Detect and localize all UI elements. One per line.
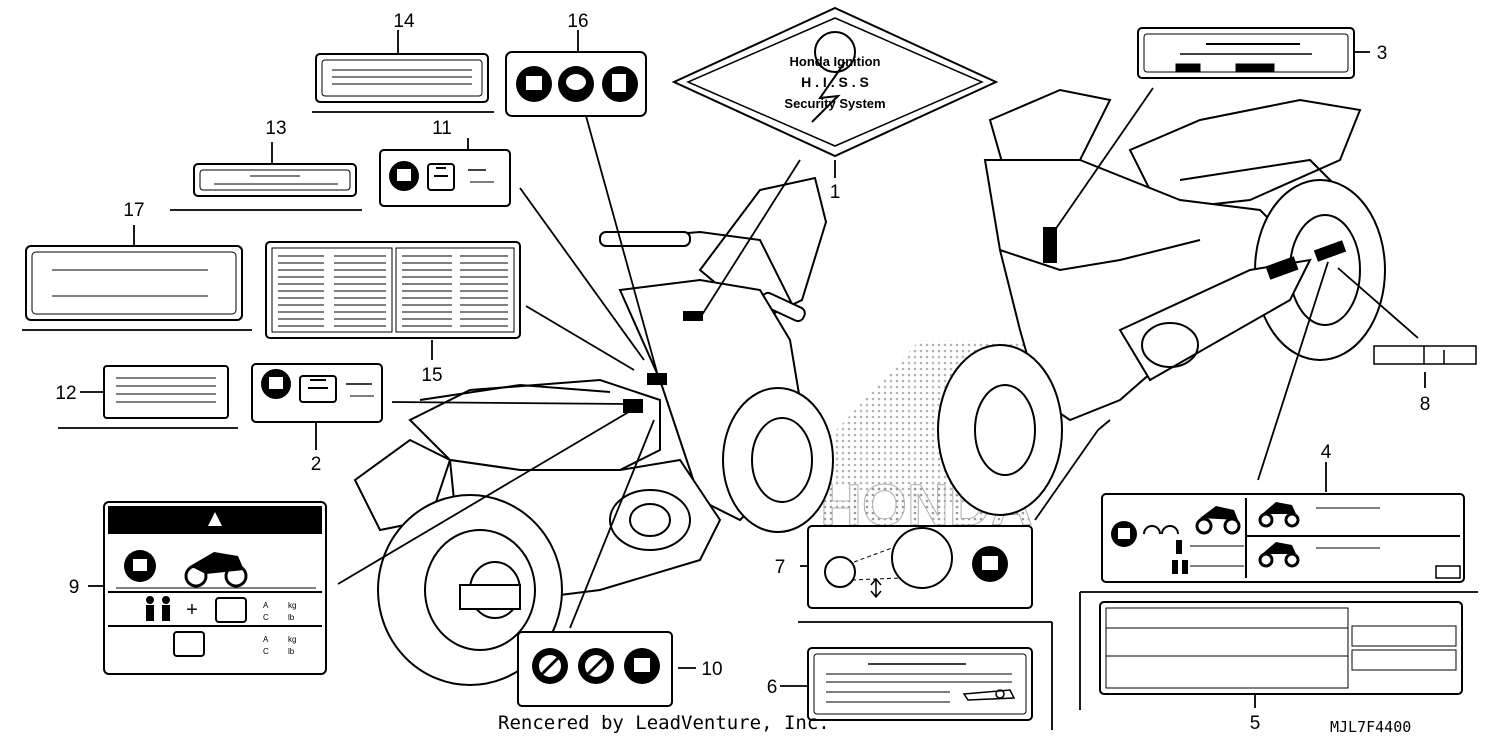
manual-icon	[269, 377, 283, 389]
manual-icon	[982, 556, 998, 570]
callout-4: 4	[1321, 442, 1332, 463]
manual-icon	[133, 559, 147, 571]
label-4-tire-load	[1101, 493, 1465, 583]
manual-icon	[1118, 528, 1130, 539]
manual-icon	[397, 169, 411, 181]
manual-icon	[526, 76, 542, 90]
label-2	[251, 363, 383, 423]
callout-17: 17	[123, 200, 144, 221]
unit-kg-1: kg	[288, 601, 296, 610]
label-16	[505, 51, 647, 117]
motorcycle-icon	[1258, 542, 1300, 568]
callout-15: 15	[421, 365, 442, 386]
scooter-rear-view	[937, 88, 1386, 516]
passenger-icon	[1182, 560, 1188, 574]
prefix-a-2: A	[263, 635, 269, 644]
label-3	[1137, 27, 1355, 79]
callout-14: 14	[393, 11, 415, 32]
prefix-c-1: C	[263, 613, 269, 622]
label-1-hiss-emblem: Honda Ignition H . I . S . S Security Sy…	[671, 6, 999, 158]
warning-icon	[208, 512, 222, 526]
emblem-line-2: H . I . S . S	[801, 74, 869, 90]
label-13	[193, 163, 357, 197]
callout-5: 5	[1250, 713, 1261, 734]
callout-9: 9	[69, 577, 80, 598]
motorcycle-icon	[1195, 506, 1241, 535]
unit-kg-2: kg	[288, 635, 296, 644]
label-5	[1099, 601, 1463, 695]
luggage-icon	[173, 631, 205, 657]
label-17	[25, 245, 243, 321]
part-code: MJL7F4400	[1330, 718, 1411, 736]
label-15	[265, 241, 521, 339]
luggage-icon	[215, 597, 247, 623]
callout-numbers: 1 2 3 4 5 6 7 8 9 10 11 12 13 14 15 16 1…	[55, 11, 1430, 734]
rider-icon	[1176, 540, 1182, 554]
manual-icon	[634, 658, 650, 672]
callout-10: 10	[701, 659, 722, 680]
motorcycle-icon	[184, 552, 248, 588]
callout-7: 7	[775, 557, 786, 578]
label-9-load-warning: + A C kg lb A C kg lb	[103, 501, 327, 675]
callout-3: 3	[1377, 43, 1388, 64]
scooter-front-view	[353, 176, 834, 686]
label-12	[103, 365, 229, 419]
label-6	[807, 647, 1033, 721]
helmet-icon	[566, 74, 586, 90]
fuel-icon	[612, 74, 626, 92]
plus-sign: +	[186, 599, 198, 621]
callout-13: 13	[265, 118, 286, 139]
label-8	[1373, 345, 1477, 365]
callout-11: 11	[432, 118, 452, 139]
unit-lb-2: lb	[288, 647, 295, 656]
footer-credit: Rencered by LeadVenture, Inc.	[498, 712, 830, 734]
callout-2: 2	[311, 454, 322, 475]
rider-passenger-icon	[146, 596, 170, 621]
unit-lb-1: lb	[288, 613, 295, 622]
label-14	[315, 53, 489, 103]
callout-12: 12	[55, 383, 76, 404]
callout-1: 1	[830, 182, 841, 203]
label-11	[379, 149, 511, 207]
rider-icon	[1172, 560, 1178, 574]
emblem-line-1: Honda Ignition	[790, 54, 881, 69]
leader-lines	[22, 30, 1478, 730]
prefix-c-2: C	[263, 647, 269, 656]
label-7-tire-pressure	[807, 525, 1033, 609]
motorcycle-icon	[1258, 502, 1300, 528]
label-10	[517, 631, 673, 707]
emblem-line-3: Security System	[784, 96, 885, 111]
callout-16: 16	[567, 11, 588, 32]
prefix-a-1: A	[263, 601, 269, 610]
callout-6: 6	[767, 677, 778, 698]
callout-8: 8	[1420, 394, 1431, 415]
